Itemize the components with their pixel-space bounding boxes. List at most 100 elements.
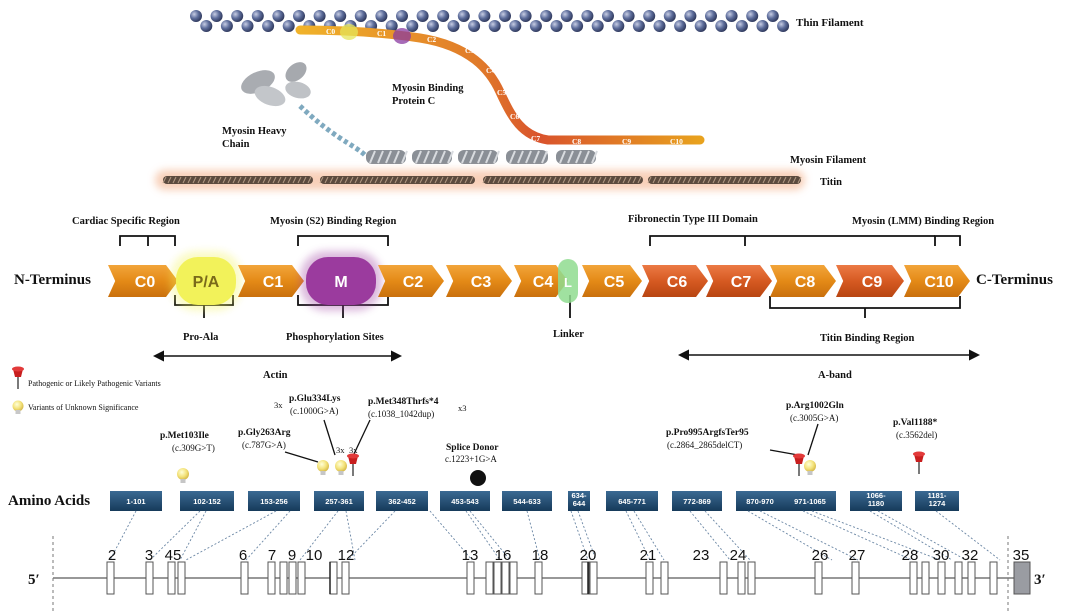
aa-range-label: 362-452	[388, 497, 416, 506]
titin-segment	[320, 176, 475, 184]
exon-box	[989, 561, 998, 595]
actin-bead	[540, 10, 553, 22]
actin-bead	[509, 20, 522, 32]
aa-range-box	[248, 491, 300, 511]
exon-box	[954, 561, 963, 595]
mapping-line	[469, 510, 511, 561]
aa-range-box	[568, 491, 590, 511]
actin-bead	[457, 10, 470, 22]
aa-range-label: 971-1065	[794, 497, 826, 506]
exon-box	[240, 561, 249, 595]
variant-gly263-cdna: (c.787G>A)	[242, 440, 286, 450]
myosin-filament	[366, 150, 598, 164]
exon-box	[145, 561, 154, 595]
pathogenic-pin-icon	[12, 366, 24, 389]
aa-range-label: 1066-1180	[866, 491, 886, 508]
exon-box	[466, 561, 475, 595]
domain-c8	[770, 265, 836, 297]
domain-label: C5	[604, 274, 625, 291]
variant-met348-cdna: (c.1038_1042dup)	[368, 409, 434, 419]
exon-box	[267, 561, 276, 595]
exon-box	[719, 561, 728, 595]
actin-bead	[643, 10, 656, 22]
aa-range-label: 870-970	[746, 497, 774, 506]
actin-label: Actin	[263, 370, 288, 381]
mybpc-strand-domain-label: C6	[510, 112, 519, 121]
actin-bead	[602, 10, 614, 22]
five-prime-label: 5′	[28, 572, 40, 588]
thin-filament-beads	[190, 10, 790, 32]
exon-number: 32	[962, 547, 979, 564]
domain-label: C8	[795, 274, 816, 291]
pathogenic-pin-icon	[913, 451, 925, 474]
exon-number: 3	[145, 547, 153, 564]
actin-bead	[715, 20, 728, 32]
variant-met103-name: p.Met103Ile	[160, 431, 209, 441]
actin-bead	[262, 20, 275, 32]
actin-bead	[663, 10, 676, 22]
m-motif-marker	[393, 28, 411, 44]
exon-number: 21	[640, 547, 657, 564]
mapping-line	[347, 510, 396, 561]
three-prime-label: 3′	[1034, 572, 1046, 588]
aa-range-label: 153-256	[260, 497, 288, 506]
legend-pathogenic: Pathogenic or Likely Pathogenic Variants	[28, 379, 161, 388]
exon-box	[737, 561, 746, 595]
mapping-line	[109, 510, 137, 561]
mapping-line	[935, 510, 1001, 561]
mapping-line	[465, 510, 501, 561]
exon-box	[851, 561, 860, 595]
region-lmm: Myosin (LMM) Binding Region	[852, 216, 994, 227]
actin-bead	[653, 20, 666, 32]
exon-number: 7	[268, 547, 276, 564]
domain-pa	[176, 257, 236, 305]
exon-number: 45	[165, 547, 182, 564]
actin-bead	[478, 10, 491, 22]
aa-range-box	[606, 491, 658, 511]
actin-bead	[241, 20, 254, 32]
actin-bead	[406, 20, 419, 32]
mybpc-strand	[295, 25, 705, 145]
exon-box	[909, 561, 918, 595]
variant-splice-name: Splice Donor	[446, 443, 499, 453]
vus-bulb-icon	[317, 460, 329, 475]
domain-c2	[378, 265, 444, 297]
exon-box	[534, 561, 543, 595]
domain-c3	[446, 265, 512, 297]
actin-bead	[560, 10, 573, 22]
variant-count-b: 3x	[349, 445, 358, 455]
myosin-heads	[241, 62, 368, 158]
variant-pro995-name: p.Pro995ArgfsTer95	[666, 428, 749, 438]
actin-bead	[550, 20, 563, 32]
domain-linker	[558, 259, 578, 303]
domain-label: C0	[135, 274, 156, 291]
actin-bead	[426, 20, 439, 32]
actin-bead	[684, 10, 697, 22]
actin-bead	[396, 10, 408, 22]
aa-range-label: 1181-1274	[928, 491, 947, 508]
actin-bead	[612, 20, 625, 32]
domain-c7	[706, 265, 772, 297]
exon-box	[106, 561, 115, 595]
n-terminus-label: N-Terminus	[14, 272, 91, 288]
domain-label: P/A	[193, 274, 220, 291]
mapping-line	[633, 510, 665, 561]
vus-bulb-icon	[177, 468, 189, 483]
exon-number: 2	[108, 547, 116, 564]
exon-number: 26	[812, 547, 829, 564]
aa-range-label: 645-771	[618, 497, 646, 506]
mapping-line	[526, 510, 541, 561]
exon-number: 18	[532, 547, 549, 564]
aa-range-label: 257-361	[325, 497, 353, 506]
mybpc-strand-domain-label: C10	[670, 137, 683, 146]
aa-range-box	[110, 491, 162, 511]
mapping-line	[704, 510, 751, 561]
aa-range-label: 453-543	[451, 497, 479, 506]
mybpc-strand-domain-label: C5	[497, 88, 506, 97]
exon-box	[814, 561, 823, 595]
exon-box	[967, 561, 976, 595]
